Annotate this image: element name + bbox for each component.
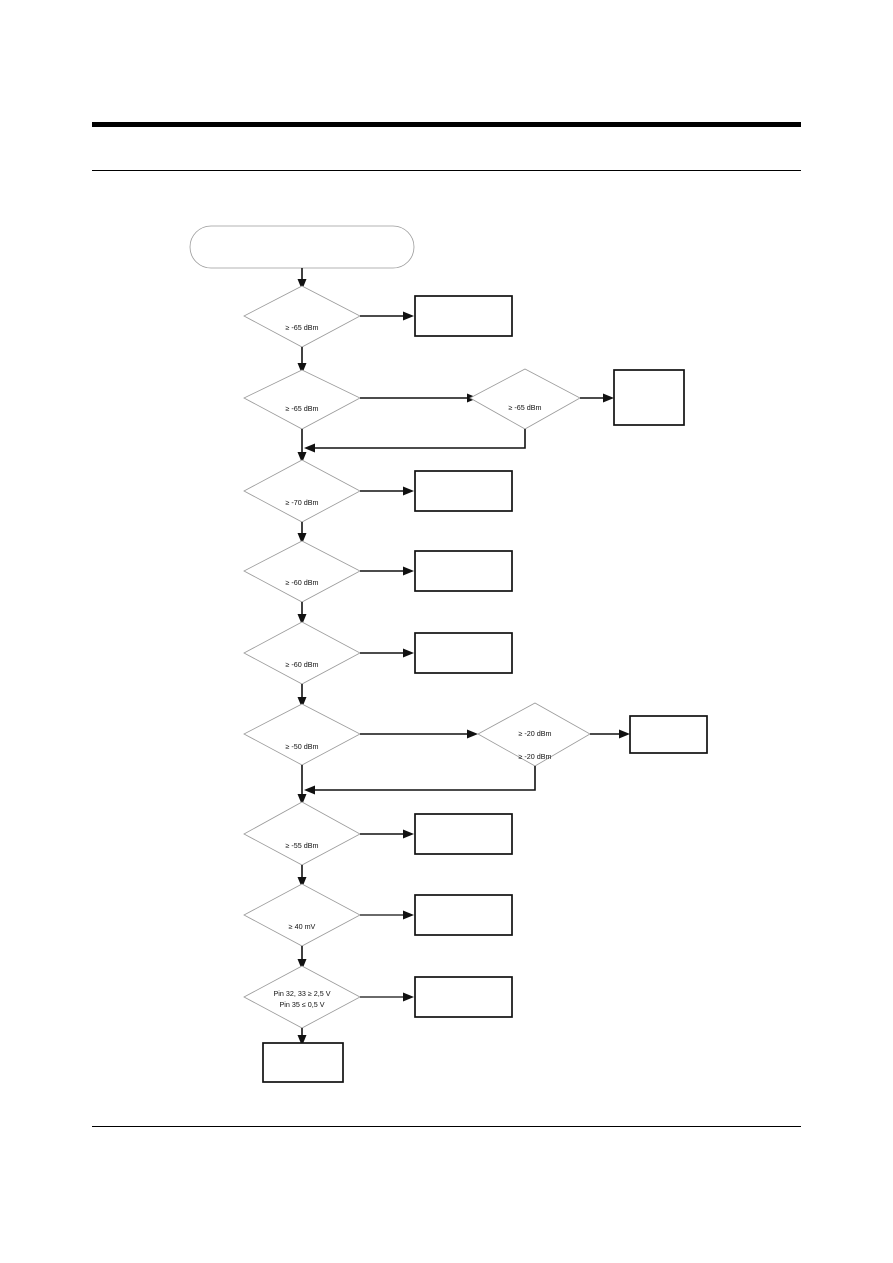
decision-label-d8: ≥ 40 mV (289, 922, 316, 931)
flow-node-box-b9 (414, 976, 513, 1018)
arrowhead-start-to-d1 (297, 279, 307, 290)
flow-node-box-b3 (414, 470, 513, 512)
arrowhead-d7-to-d8 (297, 877, 307, 888)
arrowhead-d3-to-d4 (297, 533, 307, 544)
flow-node-decision-d2: ≥ -65 dBm (243, 369, 361, 430)
arrowhead-d2-to-d3 (297, 452, 307, 463)
connector-d6b-feedback (312, 766, 536, 791)
decision-label-d5: ≥ -60 dBm (285, 660, 318, 669)
flow-node-box-b7 (414, 813, 513, 855)
arrowhead-d4-to-b4 (403, 566, 414, 576)
arrowhead-d8-to-b8 (403, 910, 414, 920)
connector-d2b-feedback (312, 429, 526, 449)
flow-node-start (189, 225, 415, 269)
arrowhead-d1-to-b1 (403, 311, 414, 321)
flow-node-decision-d5: ≥ -60 dBm (243, 621, 361, 685)
flow-node-box-b6 (629, 715, 708, 754)
arrowhead-d9-to-b9 (403, 992, 414, 1002)
flow-node-box-b8 (414, 894, 513, 936)
arrowhead-d6b-to-b6 (619, 729, 630, 739)
arrowhead-d4-to-d5 (297, 614, 307, 625)
flow-node-box-b5 (414, 632, 513, 674)
flow-node-decision-d6: ≥ -50 dBm (243, 703, 361, 766)
decision-label-d6: ≥ -50 dBm (285, 742, 318, 751)
decision-label2-d9: Pin 35 ≤ 0,5 V (279, 1000, 324, 1009)
arrowhead-d9-to-end (297, 1035, 307, 1046)
flow-node-decision-d4: ≥ -60 dBm (243, 540, 361, 603)
arrowhead-d6-to-d6b (467, 729, 478, 739)
decision-label-d1: ≥ -65 dBm (285, 323, 318, 332)
arrowhead-d2b-feedback (304, 443, 315, 453)
arrowhead-d5-to-b5 (403, 648, 414, 658)
flow-node-end (262, 1042, 344, 1083)
arrowhead-d3-to-b3 (403, 486, 414, 496)
decision-label-d2: ≥ -65 dBm (285, 404, 318, 413)
flow-node-box-b4 (414, 550, 513, 592)
flow-node-box-b1 (414, 295, 513, 337)
arrowhead-d6b-feedback (304, 785, 315, 795)
header-rule-thin (92, 170, 801, 171)
flow-node-decision-d1: ≥ -65 dBm (243, 285, 361, 348)
arrowhead-d6-to-d7 (297, 794, 307, 805)
arrowhead-d1-to-d2 (297, 363, 307, 374)
decision-label-d3: ≥ -70 dBm (285, 498, 318, 507)
flow-node-decision-d8: ≥ 40 mV (243, 883, 361, 947)
flow-node-decision-d2b: ≥ -65 dBm (469, 368, 581, 430)
arrowhead-d2b-to-b2 (603, 393, 614, 403)
header-rule-thick (92, 122, 801, 127)
flow-node-decision-d3: ≥ -70 dBm (243, 459, 361, 523)
decision-label-d4: ≥ -60 dBm (285, 578, 318, 587)
arrowhead-d8-to-d9 (297, 959, 307, 970)
decision-label-d9: Pin 32, 33 ≥ 2,5 V (273, 989, 330, 998)
arrowhead-d7-to-b7 (403, 829, 414, 839)
flow-node-decision-d9: Pin 32, 33 ≥ 2,5 V Pin 35 ≤ 0,5 V (243, 965, 361, 1029)
footer-rule-thin (92, 1126, 801, 1127)
decision-label-d2b: ≥ -65 dBm (508, 403, 541, 412)
flow-node-decision-d6b: ≥ -20 dBm ≥ -20 dBm (477, 702, 591, 767)
decision-label2-d6b: ≥ -20 dBm (518, 752, 551, 761)
decision-label-d7: ≥ -55 dBm (285, 841, 318, 850)
arrowhead-d5-to-d6 (297, 697, 307, 708)
flow-node-box-b2 (613, 369, 685, 426)
flow-node-decision-d7: ≥ -55 dBm (243, 801, 361, 866)
decision-label-d6b: ≥ -20 dBm (518, 729, 551, 738)
